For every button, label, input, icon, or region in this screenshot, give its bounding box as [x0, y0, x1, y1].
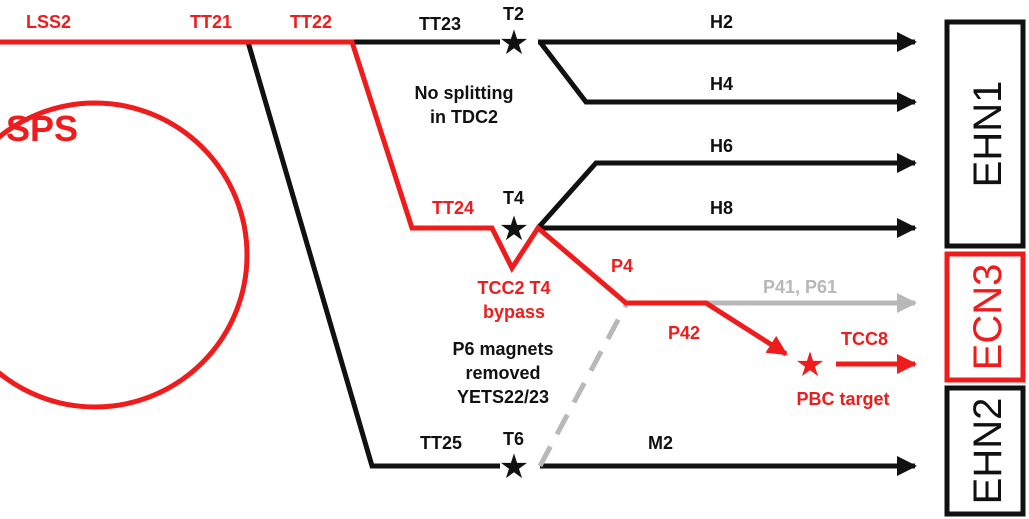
tt21-label: TT21: [190, 12, 232, 32]
p6-label-2: removed: [465, 363, 540, 383]
p42-label: P42: [668, 323, 700, 343]
p6-dashed-line: [537, 303, 629, 468]
t6-label: T6: [503, 429, 524, 449]
p4-label: P4: [611, 256, 633, 276]
no-splitting-label-2: in TDC2: [430, 107, 498, 127]
h4-label: H4: [710, 74, 733, 94]
t2-star-icon: ★: [499, 24, 529, 62]
tt23-label: TT23: [419, 14, 461, 34]
tt24-label: TT24: [432, 198, 474, 218]
t4-label: T4: [503, 188, 524, 208]
sps-ring: [0, 100, 250, 410]
tt25-beamline: [245, 41, 500, 469]
ehn1-label: EHN1: [966, 81, 1010, 188]
ecn3-label: ECN3: [966, 264, 1010, 371]
pbc-target-label: PBC target: [796, 389, 889, 409]
t4-star-icon: ★: [499, 210, 529, 248]
ehn1-box: [944, 19, 1026, 249]
t2-label: T2: [503, 4, 524, 24]
tcc2-label-1: TCC2 T4: [477, 278, 550, 298]
m2-label: M2: [648, 433, 673, 453]
tcc2-label-2: bypass: [483, 302, 545, 322]
h6-label: H6: [710, 136, 733, 156]
h8-label: H8: [710, 198, 733, 218]
h2-label: H2: [710, 12, 733, 32]
tt25-label: TT25: [420, 433, 462, 453]
p6-label-3: YETS22/23: [457, 387, 549, 407]
t6-star-icon: ★: [499, 448, 529, 486]
ehn2-label: EHN2: [966, 398, 1010, 505]
tcc8-label: TCC8: [841, 329, 888, 349]
red-beamline: [0, 39, 788, 357]
p6-label-1: P6 magnets: [452, 339, 553, 359]
ehn2-box: [944, 385, 1026, 517]
sps-label: SPS: [6, 108, 78, 149]
p41-p61-label: P41, P61: [763, 277, 837, 297]
lss2-label: LSS2: [26, 12, 71, 32]
h6-beamline: [536, 153, 917, 230]
h4-beamline: [538, 40, 917, 112]
no-splitting-label-1: No splitting: [415, 83, 514, 103]
ecn3-box: [944, 251, 1026, 383]
pbc-star-icon: ★: [795, 346, 825, 384]
tt22-label: TT22: [290, 12, 332, 32]
